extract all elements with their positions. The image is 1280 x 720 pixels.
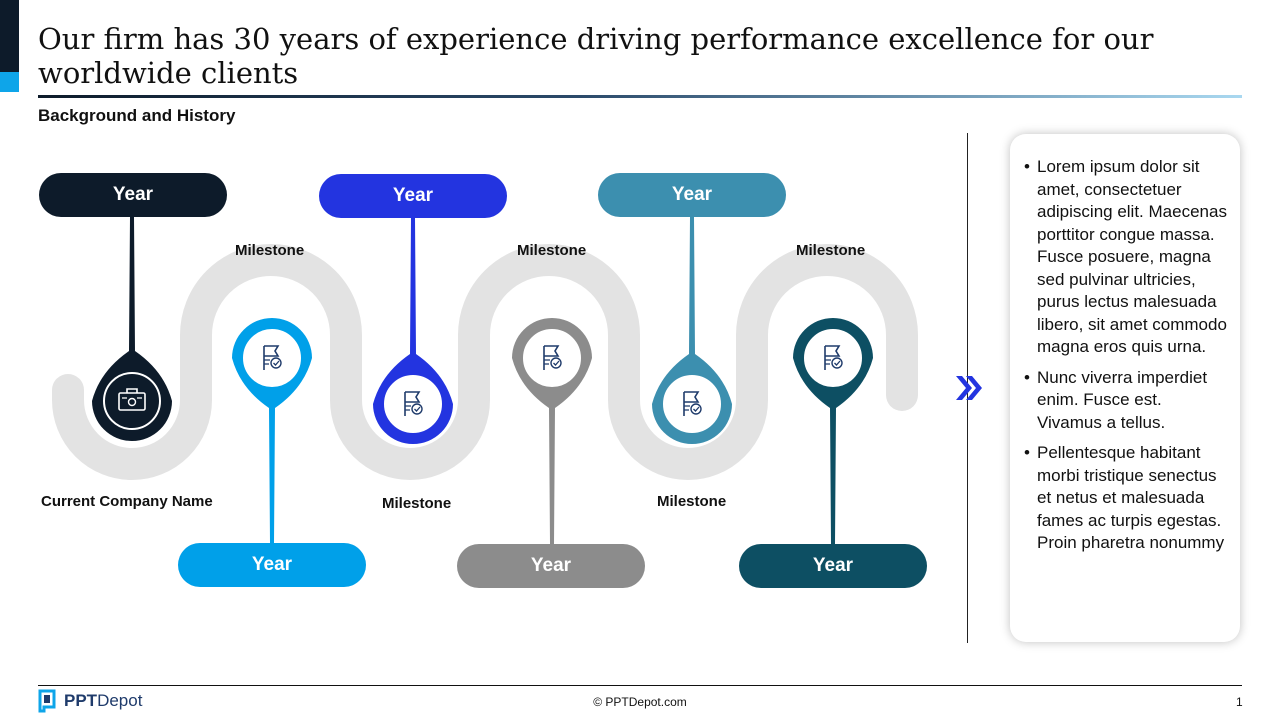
milestone-label-2: Milestone <box>382 495 452 512</box>
flag-lines-icon <box>264 359 270 365</box>
check-mark-icon <box>553 360 560 366</box>
flag-icon <box>404 391 421 416</box>
check-circle-icon <box>411 403 423 415</box>
check-circle-icon <box>550 357 562 369</box>
logo-mark-icon <box>38 689 56 713</box>
year-label-4: Year <box>530 555 572 576</box>
milestone-label-4: Milestone <box>657 493 727 510</box>
year-label-3: Year <box>392 185 434 206</box>
footer-rule <box>38 685 1242 686</box>
pin-inner-circle <box>663 375 721 433</box>
notes-bullet-2: Nunc viverra imperdiet enim. Fusce est. … <box>1024 367 1230 435</box>
timeline-stop-3 <box>319 174 507 444</box>
double-chevron-right-icon <box>956 376 982 400</box>
pin-inner-circle <box>804 329 862 387</box>
flag-lines-icon <box>544 359 550 365</box>
logo-text-light: Depot <box>97 691 143 710</box>
year-label-5: Year <box>671 184 713 205</box>
milestone-label-5: Milestone <box>796 242 866 259</box>
timeline-track <box>52 244 918 480</box>
accent-bar-dark <box>0 0 19 72</box>
briefcase-body-icon <box>118 392 146 411</box>
page-title: Our firm has 30 years of experience driv… <box>38 22 1154 90</box>
check-circle-icon <box>831 357 843 369</box>
pin-inner-circle <box>243 329 301 387</box>
year-pill <box>39 173 227 217</box>
check-mark-icon <box>834 360 841 366</box>
timeline-stop-4 <box>457 318 645 588</box>
check-circle-icon <box>270 357 282 369</box>
page-number: 1 <box>1236 695 1243 709</box>
check-mark-icon <box>273 360 280 366</box>
timeline-stop-6 <box>739 318 927 588</box>
flag-lines-icon <box>684 405 690 411</box>
year-label-2: Year <box>251 554 293 575</box>
pin-inner-circle <box>384 375 442 433</box>
milestone-label-1: Milestone <box>235 242 305 259</box>
pin-inner-circle <box>103 372 161 430</box>
notes-list: Lorem ipsum dolor sit amet, consectetuer… <box>1010 134 1240 555</box>
milestone-label-3: Milestone <box>517 242 587 259</box>
year-label-6: Year <box>812 555 854 576</box>
year-pill <box>739 544 927 588</box>
current-company-label: Current Company Name <box>41 493 213 510</box>
year-pill <box>319 174 507 218</box>
flag-lines-icon <box>825 359 831 365</box>
notes-bullet-1: Lorem ipsum dolor sit amet, consectetuer… <box>1024 156 1230 359</box>
year-pill <box>178 543 366 587</box>
flag-icon <box>263 345 280 370</box>
briefcase-lock-icon <box>127 397 137 407</box>
year-pill <box>598 173 786 217</box>
section-subtitle: Background and History <box>38 106 236 125</box>
timeline-stop-5 <box>598 173 786 444</box>
pin-inner-circle <box>523 329 581 387</box>
logo-text-bold: PPT <box>64 691 98 710</box>
flag-icon <box>683 391 700 416</box>
logo-text: PPTDepot <box>64 691 142 711</box>
flag-lines-icon <box>405 405 411 411</box>
copyright-text: © PPTDepot.com <box>593 695 687 709</box>
accent-bar-blue <box>0 72 19 92</box>
briefcase-handle-icon <box>126 388 138 393</box>
year-label-1: Year <box>112 184 154 205</box>
pptdepot-logo: PPTDepot <box>38 689 142 713</box>
title-underline <box>38 95 1242 98</box>
check-mark-icon <box>693 406 700 412</box>
notes-bullet-3: Pellentesque habitant morbi tristique se… <box>1024 442 1230 555</box>
timeline-graphic <box>39 173 927 588</box>
check-mark-icon <box>414 406 421 412</box>
timeline-stop-1 <box>39 173 227 441</box>
check-circle-icon <box>690 403 702 415</box>
flag-icon <box>824 345 841 370</box>
year-pill <box>457 544 645 588</box>
notes-panel: Lorem ipsum dolor sit amet, consectetuer… <box>1010 134 1240 642</box>
flag-icon <box>543 345 560 370</box>
timeline-stop-2 <box>178 318 366 587</box>
